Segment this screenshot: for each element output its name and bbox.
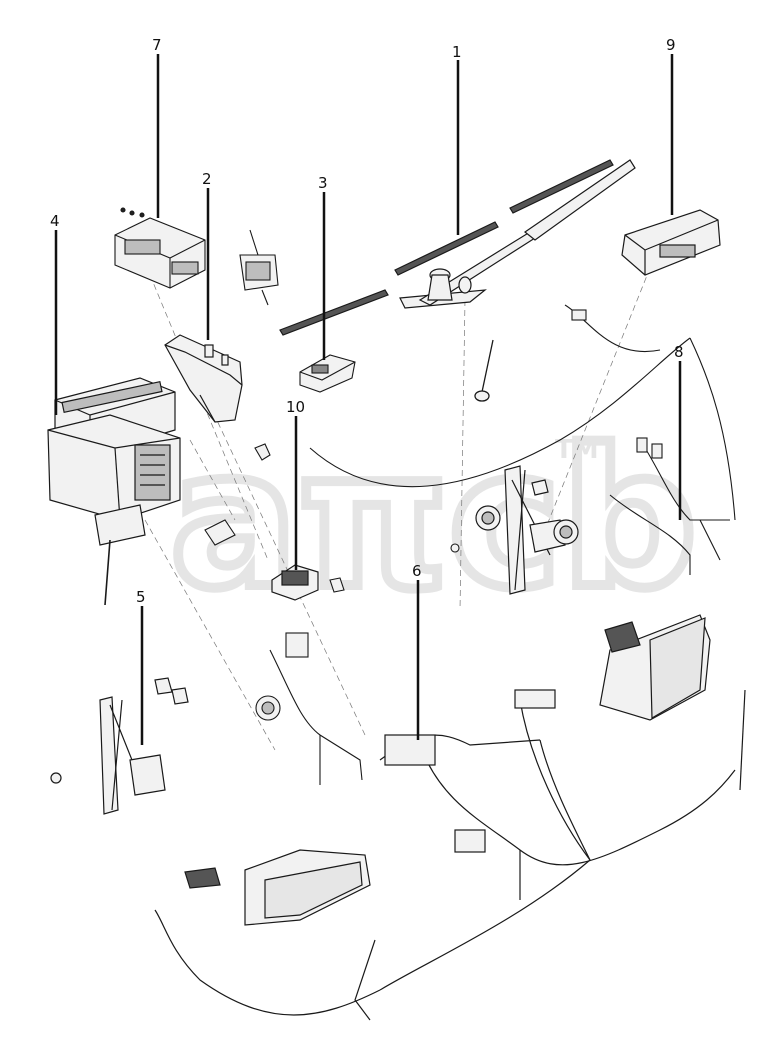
window-regulator-rear	[50, 677, 189, 815]
watermark: aπcb TM	[165, 404, 702, 635]
watermark-tm: TM	[555, 435, 599, 465]
antenna	[474, 339, 494, 402]
callout-6: 6	[412, 562, 422, 580]
switch-module	[299, 354, 356, 393]
headlamp-right	[599, 614, 711, 721]
door-harness-left	[255, 632, 363, 785]
callout-5: 5	[136, 588, 146, 606]
control-module	[114, 207, 206, 289]
watermark-logo: aπcb	[170, 409, 697, 630]
callout-leaders	[54, 54, 682, 745]
power-window-switch	[271, 564, 319, 601]
callout-7: 7	[152, 36, 162, 54]
headlamp-left	[184, 849, 371, 926]
callout-2: 2	[202, 170, 212, 188]
callout-labels: 1 2 3 4 5 6 7 8 9 10	[50, 36, 684, 606]
callout-10: 10	[286, 398, 305, 416]
heater-box-assembly	[47, 377, 181, 606]
callout-8: 8	[674, 343, 684, 361]
washer-reservoir	[164, 334, 243, 423]
callout-3: 3	[318, 174, 328, 192]
small-clips	[204, 443, 460, 593]
window-regulator-front	[475, 465, 579, 595]
roof-harness	[309, 304, 736, 575]
main-harness	[154, 689, 746, 1021]
callout-4: 4	[50, 212, 60, 230]
wiper-assembly	[279, 159, 636, 336]
callout-9: 9	[666, 36, 676, 54]
sensor-relay	[239, 229, 279, 306]
overhead-console	[621, 209, 721, 276]
callout-1: 1	[452, 43, 462, 61]
assembly-guide-lines	[144, 267, 651, 751]
